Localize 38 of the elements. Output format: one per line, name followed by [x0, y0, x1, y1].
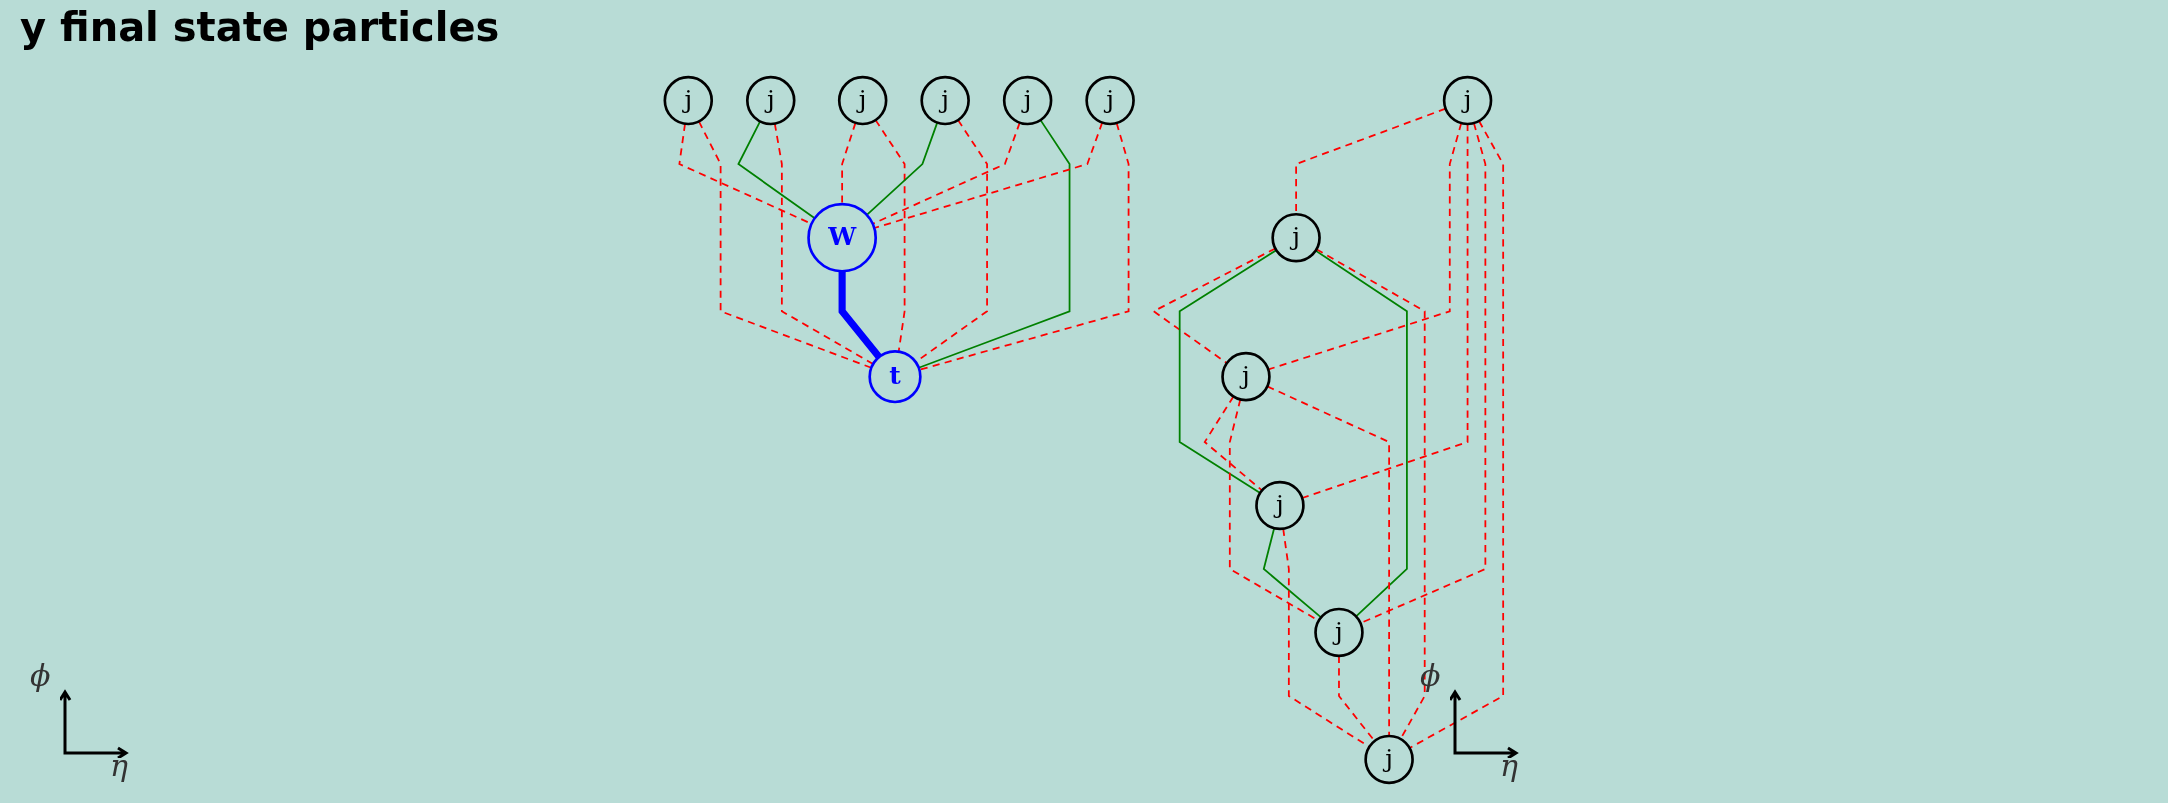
- connector: [841, 121, 857, 205]
- node-circle: t: [868, 349, 922, 404]
- node-circle: W: [807, 202, 878, 273]
- connector: [873, 121, 1104, 229]
- connector: [1267, 122, 1463, 371]
- connector: [1178, 249, 1278, 494]
- connector: [1262, 527, 1322, 619]
- node-circle: j: [1442, 75, 1493, 126]
- connector: [838, 271, 882, 360]
- connector: [1408, 120, 1505, 749]
- node-circle: j: [745, 75, 796, 126]
- node-circle: j: [1314, 607, 1364, 658]
- connector: [866, 121, 939, 216]
- node-circle: j: [1221, 351, 1271, 402]
- node-circle: j: [1002, 75, 1053, 126]
- connector: [737, 120, 816, 220]
- title: y final state particles: [20, 4, 500, 50]
- node-circle: j: [663, 75, 714, 126]
- axis-label-eta: η: [1500, 748, 1518, 783]
- connector: [1228, 398, 1320, 622]
- node-circle: j: [1271, 212, 1321, 263]
- connector: [1151, 247, 1277, 364]
- node-circle: j: [1364, 734, 1414, 785]
- connector: [1301, 123, 1469, 499]
- node-circle: j: [1255, 480, 1305, 531]
- connector: [698, 120, 873, 369]
- connector: [918, 122, 1130, 371]
- axis-label-eta: η: [110, 748, 128, 783]
- axis-label-phi: ϕ: [30, 658, 51, 693]
- connector: [1266, 385, 1390, 737]
- connector: [1338, 655, 1376, 742]
- node-circle: j: [837, 75, 888, 126]
- axis-label-phi: ϕ: [1420, 658, 1441, 693]
- connector: [773, 122, 874, 365]
- node-circle: j: [920, 75, 970, 126]
- connector: [1314, 249, 1408, 618]
- node-circle: j: [1085, 75, 1135, 126]
- connector: [1315, 248, 1426, 740]
